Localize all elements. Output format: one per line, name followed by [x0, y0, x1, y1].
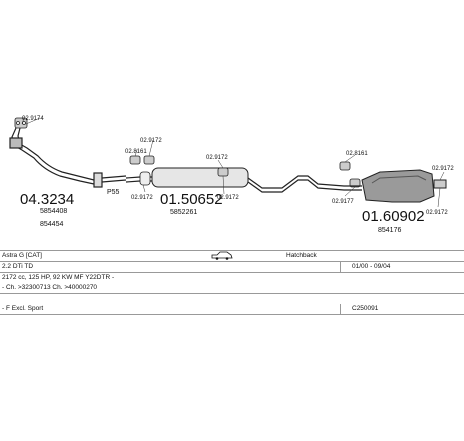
leader-lines	[25, 117, 445, 208]
part-label-02-9172-a: 02.9172	[140, 138, 162, 144]
part-label-02-9172-d: 02.9172	[217, 195, 239, 201]
part-label-02-9177: 02.9177	[332, 199, 354, 205]
engine-specs: 2172 cc, 125 HP, 92 KW MF Y22DTR -	[2, 274, 115, 281]
car-hatchback-icon	[211, 251, 233, 264]
body-type: Hatchback	[286, 252, 317, 259]
code-p55: P55	[107, 189, 120, 196]
exhaust-diagram: 02.9174 04.3234 5854408 854454 P55 02.91…	[9, 116, 454, 234]
oe-number-854176: 854176	[378, 227, 401, 234]
part-label-02-9172-f: 02.9172	[426, 210, 448, 216]
notes: - F Excl. Sport	[2, 305, 44, 312]
part-number-01-60902: 01.60902	[362, 208, 425, 225]
production-years: 01/00 - 09/04	[352, 263, 391, 270]
oe-number-854454: 854454	[40, 221, 63, 228]
table-row: - F Excl. Sport C250091	[0, 304, 464, 315]
part-label-02-9172-c: 02.9172	[206, 155, 228, 161]
rubber-hanger-icon	[129, 155, 361, 188]
part-label-02-9172-b: 02.9172	[131, 195, 153, 201]
front-pipe	[9, 127, 127, 188]
gasket-icon	[14, 117, 28, 129]
rear-silencer	[361, 169, 447, 203]
oe-number-5854408: 5854408	[40, 208, 67, 215]
part-number-01-50652: 01.50652	[160, 191, 223, 208]
part-label-02-9172-e: 02.9172	[432, 166, 454, 172]
part-number-04-3234: 04.3234	[20, 191, 74, 208]
engine-type: 2.2 DTi TD	[2, 263, 34, 270]
vehicle-info-table: Astra G [CAT] Hatchback 2.2 DTi TD 01/00…	[0, 250, 464, 315]
part-label-02-8161-a: 02.8161	[125, 149, 147, 155]
middle-silencer	[151, 167, 249, 188]
oe-number-5852261: 5852261	[170, 209, 197, 216]
chassis-range: - Ch. >32300713 Ch. >40000270	[2, 284, 98, 291]
part-label-02-8161-b: 02.8161	[346, 151, 368, 157]
part-label-02-9174: 02.9174	[22, 116, 44, 122]
table-row: - Ch. >32300713 Ch. >40000270	[0, 283, 464, 294]
table-row: 2172 cc, 125 HP, 92 KW MF Y22DTR -	[0, 273, 464, 283]
catalog-code: C250091	[352, 305, 379, 312]
model-name: Astra G [CAT]	[2, 252, 42, 259]
rear-pipe	[247, 175, 362, 193]
table-row: Astra G [CAT] Hatchback	[0, 250, 464, 262]
clamp-icon	[139, 171, 151, 186]
table-row: 2.2 DTi TD 01/00 - 09/04	[0, 262, 464, 273]
